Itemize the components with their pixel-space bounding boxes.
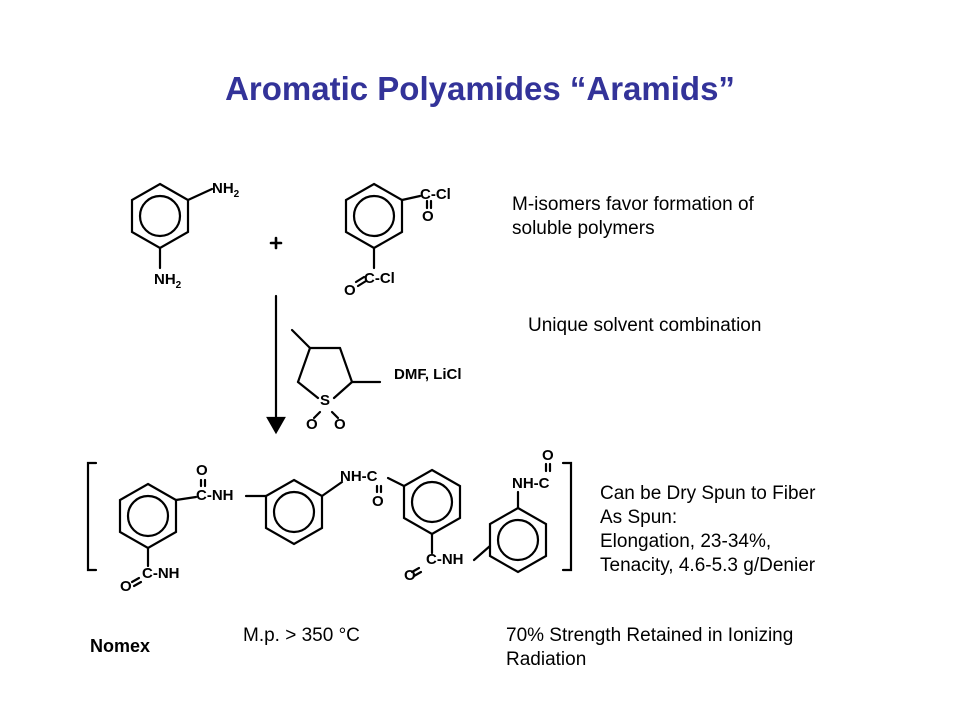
carbonyl-oxygen-top: O bbox=[422, 208, 434, 225]
polymer-oxygen-5: O bbox=[542, 447, 554, 464]
spun-line4: Tenacity, 4.6-5.3 g/Denier bbox=[600, 555, 816, 576]
solvent-note: Unique solvent combination bbox=[528, 315, 762, 336]
reaction-arrow bbox=[266, 294, 286, 435]
benzene-ring-polymer4 bbox=[488, 506, 548, 574]
page-title: Aromatic Polyamides “Aramids” bbox=[225, 70, 735, 107]
benzene-ring-reactant2 bbox=[344, 182, 404, 250]
polymer-amide-3: NH-C bbox=[340, 468, 378, 485]
polymer-amide-1: C-NH bbox=[196, 487, 234, 504]
melting-point-note: M.p. > 350 °C bbox=[243, 625, 360, 646]
sulfone-oxygen-right: O bbox=[334, 416, 346, 433]
polymer-oxygen-4: O bbox=[404, 567, 416, 584]
polymer-bracket-left bbox=[86, 461, 98, 572]
polymer-amide-4: C-NH bbox=[426, 551, 464, 568]
amine-group-top: NH2 bbox=[212, 180, 240, 201]
radiation-line2: Radiation bbox=[506, 649, 587, 670]
polymer-amide-5: NH-C bbox=[512, 475, 550, 492]
benzene-ring-reactant1 bbox=[130, 182, 190, 250]
m-isomers-note: M-isomers favor formation of soluble pol… bbox=[512, 193, 754, 241]
sulfur-atom: S bbox=[320, 392, 331, 409]
m-isomers-line2: soluble polymers bbox=[512, 218, 655, 239]
m-isomers-line1: M-isomers favor formation of bbox=[512, 194, 754, 215]
polymer-name: Nomex bbox=[90, 636, 151, 656]
benzene-ring-polymer1 bbox=[118, 482, 178, 550]
acyl-chloride-top: C-Cl bbox=[420, 186, 451, 203]
radiation-note: 70% Strength Retained in Ionizing Radiat… bbox=[506, 624, 793, 672]
polymer-oxygen-1: O bbox=[196, 462, 208, 479]
spun-line1: Can be Dry Spun to Fiber bbox=[600, 483, 816, 504]
polymer-oxygen-2: O bbox=[120, 578, 132, 595]
polymer-amide-2: C-NH bbox=[142, 565, 180, 582]
carbonyl-oxygen-bottom: O bbox=[344, 282, 356, 299]
benzene-ring-polymer3 bbox=[402, 468, 462, 536]
polymer-bracket-right bbox=[561, 461, 573, 572]
radiation-line1: 70% Strength Retained in Ionizing bbox=[506, 625, 794, 646]
sulfolane-molecule bbox=[290, 328, 382, 420]
polymer-oxygen-3: O bbox=[372, 493, 384, 510]
benzene-ring-polymer2 bbox=[264, 478, 324, 546]
acyl-chloride-bottom: C-Cl bbox=[364, 270, 395, 287]
amine-group-bottom: NH2 bbox=[154, 271, 182, 292]
spun-line2: As Spun: bbox=[600, 507, 678, 528]
sulfone-oxygen-left: O bbox=[306, 416, 318, 433]
spun-line3: Elongation, 23-34%, bbox=[600, 531, 772, 552]
reagents-label: DMF, LiCl bbox=[394, 366, 462, 383]
spun-note: Can be Dry Spun to Fiber As Spun: Elonga… bbox=[600, 482, 815, 578]
